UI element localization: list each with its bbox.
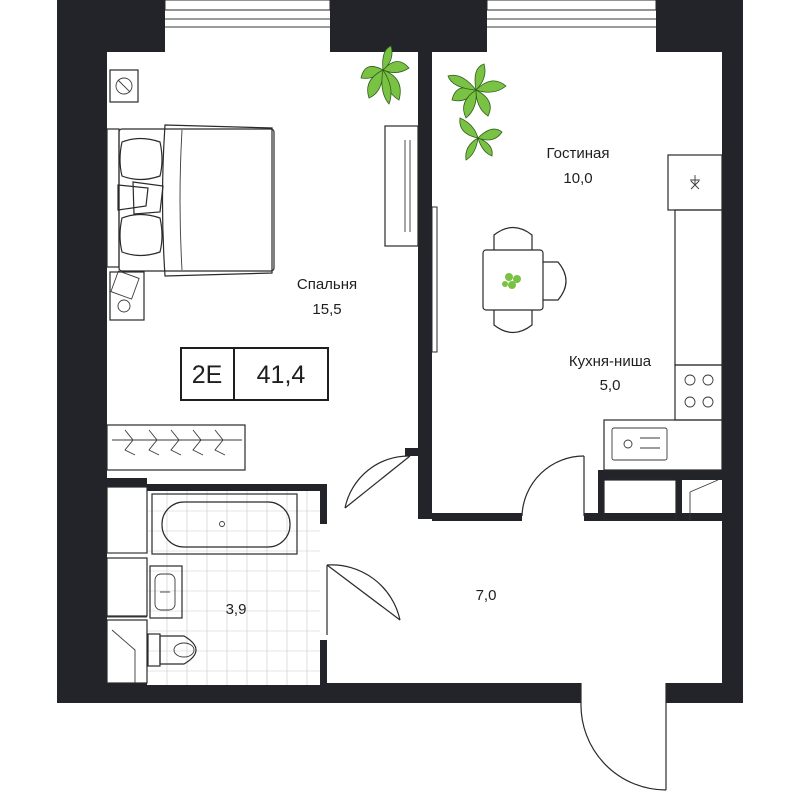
room-area-bathroom: 3,9 (226, 601, 247, 618)
walls (57, 0, 743, 703)
apartment-total-area: 41,4 (257, 361, 306, 389)
kitchen-cabinet (603, 479, 719, 521)
room-area-living: 10,0 (563, 170, 592, 187)
entrance-door (580, 683, 667, 791)
washbasin (149, 565, 183, 619)
plant-icon (447, 63, 507, 119)
sliding-door (431, 206, 438, 353)
wardrobe-rail (106, 424, 246, 471)
utility-closets (106, 486, 148, 684)
nightstand-lamp-bottom (109, 270, 145, 321)
room-name-bedroom: Спальня (297, 276, 357, 293)
bathtub (151, 493, 298, 555)
room-name-living: Гостиная (547, 145, 610, 162)
bedroom-door (344, 455, 411, 509)
bathroom-tiles (147, 491, 320, 685)
plant-icon (459, 117, 503, 161)
bathroom-door (326, 564, 401, 635)
windows (164, 0, 657, 28)
room-area-hall: 7,0 (476, 587, 497, 604)
tv-unit (384, 125, 419, 247)
plant-icon (360, 45, 410, 105)
nightstand-lamp-top (109, 69, 139, 103)
room-area-kitchen: 5,0 (600, 377, 621, 394)
toilet (147, 633, 197, 667)
kitchen-counter (603, 154, 723, 471)
dining-table (482, 226, 567, 334)
bed (106, 124, 275, 277)
apartment-type-code: 2E (192, 361, 223, 389)
room-name-kitchen: Кухня-ниша (569, 353, 652, 370)
room-area-bedroom: 15,5 (312, 301, 341, 318)
apartment-badge: 2E 41,4 (180, 347, 329, 401)
living-door (521, 455, 585, 517)
